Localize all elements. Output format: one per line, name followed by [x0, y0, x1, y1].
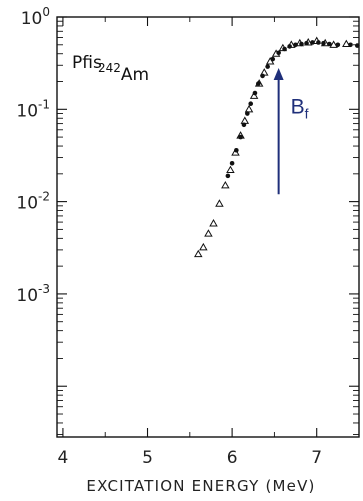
- dot-point: [245, 111, 250, 116]
- dot-point: [256, 81, 261, 86]
- triangle-point: [199, 242, 208, 251]
- dot-point: [327, 41, 332, 47]
- triangle-point: [204, 229, 213, 237]
- dot-point: [234, 147, 239, 153]
- dot-point: [335, 42, 341, 48]
- y-axis-label: Pfis: [72, 53, 102, 73]
- triangle-point: [226, 165, 235, 174]
- barrier-arrow-head: [273, 68, 284, 81]
- dot-point: [355, 43, 360, 48]
- y-tick-label: 10-2: [16, 190, 50, 214]
- triangle-point: [194, 249, 203, 258]
- dot-point: [287, 44, 292, 49]
- isotope-label: 242Am: [98, 61, 149, 85]
- dot-point: [282, 46, 287, 52]
- dot-point: [248, 101, 254, 107]
- dot-point: [276, 50, 281, 56]
- dot-point: [321, 40, 326, 46]
- barrier-label: Bf: [291, 96, 309, 122]
- dot-point: [241, 122, 247, 128]
- y-tick-exponent: -1: [38, 97, 50, 111]
- y-tick-base: 10: [16, 101, 38, 121]
- dot-point: [299, 41, 304, 47]
- chart-marks: [194, 36, 360, 258]
- triangle-point: [249, 91, 259, 99]
- y-tick-exponent: -3: [38, 282, 50, 296]
- triangle-point: [329, 40, 338, 48]
- x-axis-label: EXCITATION ENERGY (MeV): [86, 477, 315, 495]
- barrier-label-main: B: [291, 96, 305, 119]
- isotope-mass: 242: [98, 61, 121, 75]
- y-tick-base: 10: [16, 286, 38, 306]
- isotope-element: Am: [121, 65, 149, 85]
- y-tick-label: 10-1: [16, 97, 50, 121]
- plot-frame: [56, 16, 360, 438]
- dot-point: [304, 40, 309, 46]
- x-tick-label: 4: [58, 448, 69, 468]
- triangle-point: [244, 104, 254, 113]
- dot-point: [348, 42, 353, 48]
- dot-point: [238, 134, 243, 140]
- y-tick-base: 10: [16, 194, 38, 214]
- dot-point: [270, 56, 276, 62]
- triangle-point: [209, 219, 218, 227]
- triangle-point: [215, 199, 224, 207]
- y-tick-exponent: 0: [42, 5, 50, 19]
- y-tick-exponent: -2: [38, 190, 50, 204]
- y-tick-base: 10: [21, 9, 43, 29]
- barrier-label-sub: f: [305, 106, 309, 122]
- dot-point: [293, 42, 298, 48]
- x-tick-label: 7: [311, 448, 322, 468]
- triangle-point: [342, 39, 351, 48]
- dot-point: [316, 40, 321, 45]
- dot-point: [252, 90, 258, 96]
- dot-point: [260, 73, 265, 79]
- barrier-annotation: Bf: [273, 68, 309, 195]
- x-tick-label: 5: [142, 448, 153, 468]
- triangle-point: [240, 116, 250, 124]
- dot-point: [310, 40, 315, 45]
- dot-point: [225, 173, 231, 179]
- y-tick-label: 100: [21, 5, 50, 29]
- dot-point: [265, 64, 270, 69]
- triangle-point: [221, 180, 230, 189]
- chart-axes: [56, 16, 360, 438]
- y-tick-label: 10-3: [16, 282, 50, 306]
- dot-point: [229, 161, 235, 166]
- x-tick-label: 6: [227, 448, 238, 468]
